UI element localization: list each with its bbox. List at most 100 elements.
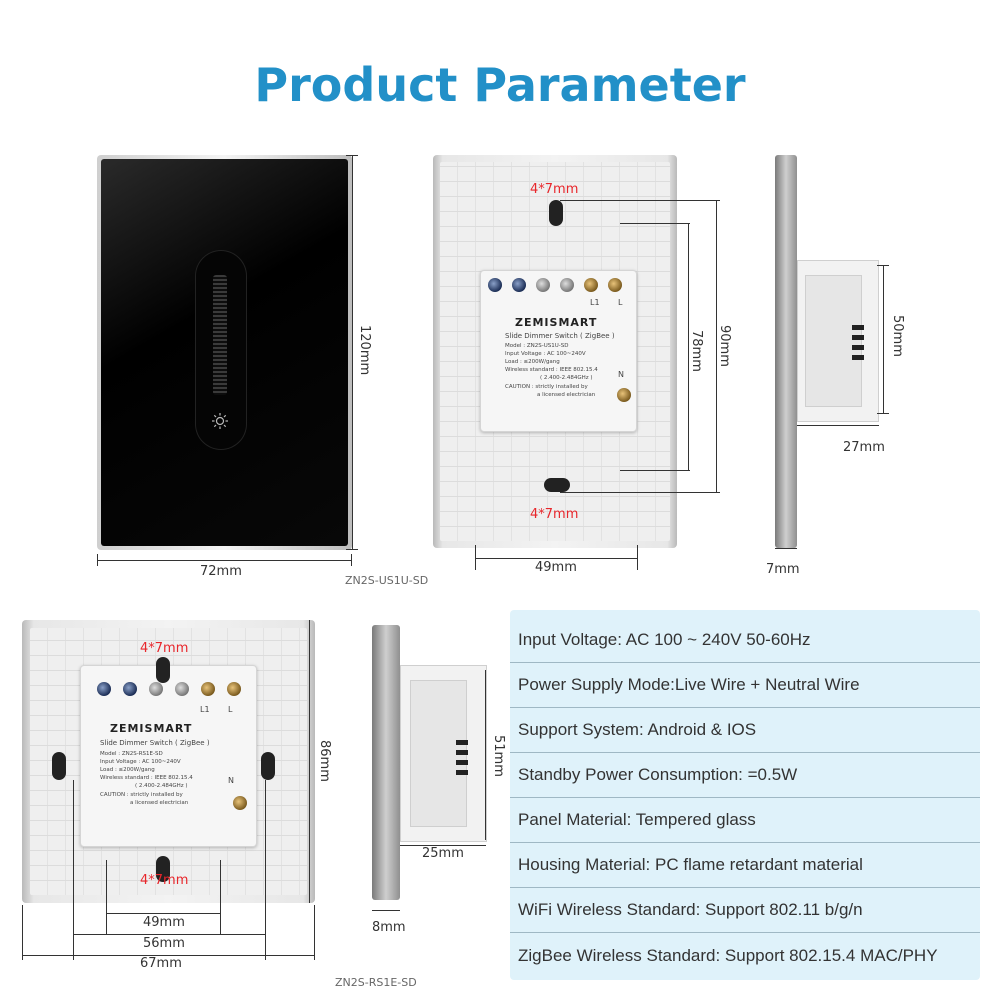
sun-icon [211,412,229,430]
page-title: Product Parameter [254,58,746,112]
spec-table: Input Voltage: AC 100 ~ 240V 50-60Hz Pow… [510,610,980,980]
dim-eu-width-mid: 56mm [143,936,185,951]
terminal [201,682,215,696]
terminal [608,278,622,292]
dim-front-height: 120mm [357,325,372,376]
dim-line-back-inner [688,223,689,471]
terminal [97,682,111,696]
eu-module-title: Slide Dimmer Switch ( ZigBee ) [100,739,210,747]
eu-model-label: ZN2S-RS1E-SD [335,976,417,989]
spec-support-system: Support System: Android & IOS [510,708,980,753]
eu-side-vents [456,740,468,780]
eu-module-load: Load : ≤200W/gang [100,767,155,773]
eu-module-freq: ( 2.400-2.484GHz ) [135,783,188,789]
us-mount-hole-top [549,200,563,226]
dimmer-slider-bar [213,275,227,395]
dim-eu-side-height: 51mm [491,735,506,777]
spec-wifi-standard: WiFi Wireless Standard: Support 802.11 b… [510,888,980,933]
us-module-title: Slide Dimmer Switch ( ZigBee ) [505,332,615,340]
dim-eu-side-body: 25mm [422,846,464,861]
eu-hole-bottom-label: 4*7mm [140,873,189,888]
dim-line-eu-side-body [400,845,486,846]
dim-line-front-width [97,560,352,561]
terminal [536,278,550,292]
dim-eu-height: 86mm [317,740,332,782]
dim-back-width: 49mm [535,560,577,575]
eu-l-label: L [228,705,233,714]
us-module-input: Input Voltage : AC 100~240V [505,351,586,357]
terminal [123,682,137,696]
eu-module-caution: CAUTION : strictly installed by [100,792,183,798]
dim-line-eu-w67 [22,955,315,956]
us-l1-label: L1 [590,298,600,307]
dim-line-eu-side-height [485,670,486,840]
dim-line [560,492,720,493]
dim-tick [22,905,23,960]
dim-line-eu-height [309,620,310,903]
spec-power-supply: Power Supply Mode:Live Wire + Neutral Wi… [510,663,980,708]
spec-housing-material: Housing Material: PC flame retardant mat… [510,843,980,888]
dim-eu-side-plate: 8mm [372,920,406,935]
dim-side-plate: 7mm [766,562,800,577]
dim-line-eu-w49 [106,913,221,914]
dim-line [560,200,720,201]
us-module-brand: ZEMISMART [515,316,598,329]
dim-tick [106,860,107,935]
eu-n-label: N [228,776,234,785]
us-mount-hole-bottom [544,478,570,492]
dim-side-body: 27mm [843,440,885,455]
us-side-plate [775,155,797,548]
eu-mount-hole-left [52,752,66,780]
dim-tick [73,780,74,960]
dim-line-eu-side-plate [372,910,400,911]
us-module-caution2: a licensed electrician [537,392,596,398]
terminal [560,278,574,292]
dim-line-back-outer [716,200,717,493]
us-model-label: ZN2S-US1U-SD [345,574,429,587]
us-module-caution: CAUTION : strictly installed by [505,384,588,390]
terminal [175,682,189,696]
eu-hole-top-label: 4*7mm [140,641,189,656]
dim-tick [314,905,315,960]
terminal [584,278,598,292]
eu-terminal-row [97,682,241,696]
dim-tick [351,554,352,566]
eu-module-brand: ZEMISMART [110,722,193,735]
eu-switch-module [80,665,257,847]
dim-eu-width-outer: 67mm [140,956,182,971]
dim-tick [346,549,358,550]
us-hole-top-label: 4*7mm [530,182,579,197]
us-module-freq: ( 2.400-2.484GHz ) [540,375,593,381]
dim-tick [637,545,638,570]
us-side-vents [852,325,864,365]
terminal [617,388,631,402]
dim-back-inner-height: 78mm [689,330,704,372]
dim-line-eu-w56 [73,934,266,935]
us-terminal-row [488,278,622,292]
dim-tick [97,554,98,566]
eu-l1-label: L1 [200,705,210,714]
terminal [512,278,526,292]
spec-input-voltage: Input Voltage: AC 100 ~ 240V 50-60Hz [510,618,980,663]
spec-standby-power: Standby Power Consumption: =0.5W [510,753,980,798]
us-switch-module [480,270,637,432]
us-module-model: Model : ZN2S-US1U-SD [505,343,569,349]
eu-module-wireless: Wireless standard : IEEE 802.15.4 [100,775,193,781]
eu-mount-hole-top [156,657,170,683]
us-module-wireless: Wireless standard : IEEE 802.15.4 [505,367,598,373]
dim-tick [475,545,476,570]
dim-line-side-body [797,425,879,426]
terminal [488,278,502,292]
dim-line-side-height [883,265,884,414]
dim-tick [265,780,266,960]
us-n-label: N [618,370,624,379]
dim-tick [220,860,221,935]
eu-module-model: Model : ZN2S-RS1E-SD [100,751,163,757]
spec-zigbee-standard: ZigBee Wireless Standard: Support 802.15… [518,945,938,965]
us-hole-bottom-label: 4*7mm [530,507,579,522]
dim-back-outer-height: 90mm [717,325,732,367]
eu-mount-hole-right [261,752,275,780]
terminal [149,682,163,696]
us-l-label: L [618,298,623,307]
eu-side-plate [372,625,400,900]
